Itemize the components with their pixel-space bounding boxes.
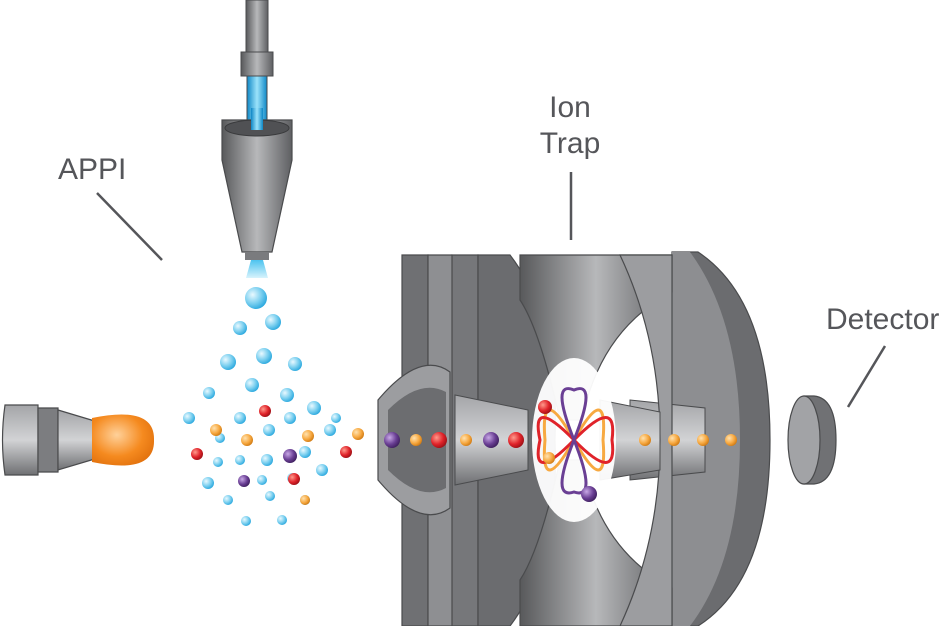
detector-disc xyxy=(787,395,837,485)
detector-label: Detector xyxy=(826,303,940,336)
ion-beam xyxy=(384,400,737,502)
ion-trap-label: Ion Trap xyxy=(530,90,610,162)
ion-trap-label-line2: Trap xyxy=(539,127,601,160)
spray-droplets xyxy=(183,287,341,526)
electrospray-needle xyxy=(221,0,293,278)
appi-label: APPI xyxy=(58,153,127,186)
detector-pointer-line xyxy=(846,345,887,408)
appi-lamp xyxy=(1,404,155,476)
source-ions xyxy=(191,405,364,505)
appi-pointer-line xyxy=(96,192,163,261)
ion-trap-label-line1: Ion xyxy=(549,91,591,124)
lamp-glow xyxy=(92,414,155,466)
